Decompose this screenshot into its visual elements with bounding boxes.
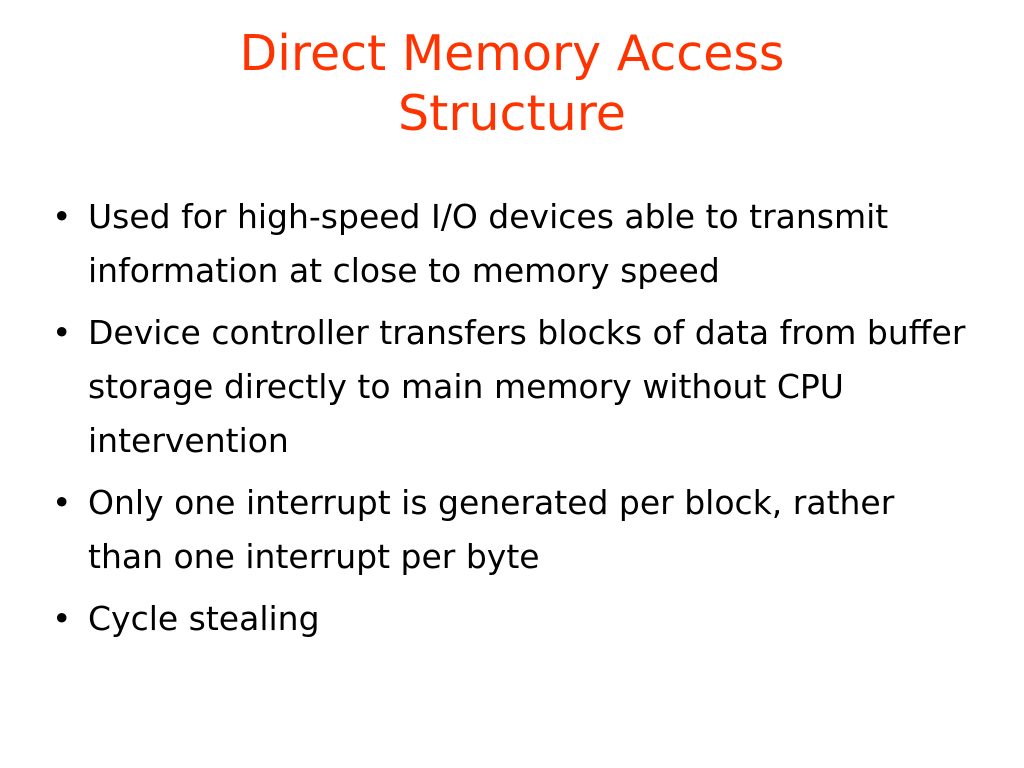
slide-title: Direct Memory Access Structure <box>60 24 964 144</box>
bullet-dot-icon: • <box>52 599 72 638</box>
bullet-text: Used for high-speed I/O devices able to … <box>88 197 889 290</box>
bullet-item: • Only one interrupt is generated per bl… <box>52 476 972 584</box>
bullet-list: • Used for high-speed I/O devices able t… <box>52 190 972 654</box>
bullet-item: • Cycle stealing <box>52 592 972 646</box>
slide-title-line-1: Direct Memory Access <box>239 25 785 82</box>
slide-title-line-2: Structure <box>398 85 626 142</box>
bullet-dot-icon: • <box>52 197 72 236</box>
bullet-item: • Device controller transfers blocks of … <box>52 306 972 468</box>
bullet-item: • Used for high-speed I/O devices able t… <box>52 190 972 298</box>
bullet-text: Only one interrupt is generated per bloc… <box>88 483 895 576</box>
bullet-dot-icon: • <box>52 313 72 352</box>
bullet-dot-icon: • <box>52 483 72 522</box>
bullet-text: Cycle stealing <box>88 599 320 638</box>
bullet-text: Device controller transfers blocks of da… <box>88 313 966 460</box>
